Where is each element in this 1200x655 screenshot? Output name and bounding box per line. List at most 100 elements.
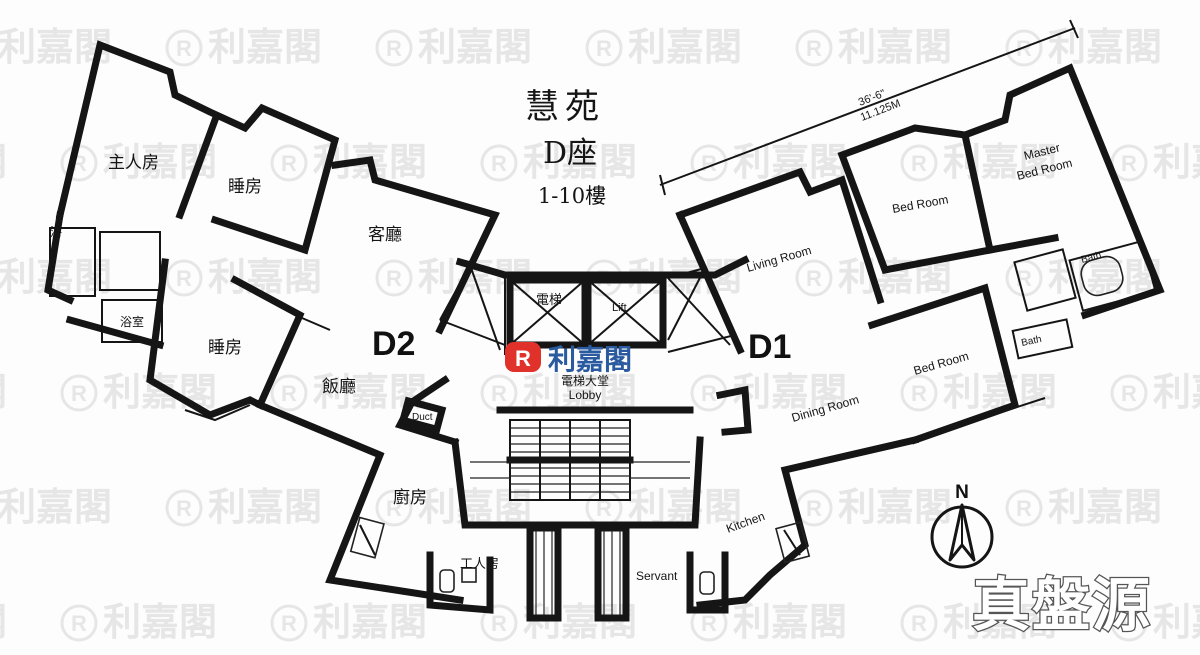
- d2-dining-room-label: 飯廳: [322, 377, 356, 397]
- watermark-text: 利嘉閣: [628, 24, 742, 69]
- d1-bath-1-label: Bath: [1080, 250, 1103, 266]
- watermark-badge-letter: R: [911, 151, 927, 176]
- watermark-badge-icon: [375, 29, 413, 67]
- d1-servant-room-label: Servant: [636, 569, 678, 583]
- plan-title: 慧苑 D座 1-10樓: [525, 87, 606, 208]
- watermark-badge-letter: R: [911, 611, 927, 636]
- unit-label-d1: D1: [748, 328, 791, 366]
- watermark-badge-letter: R: [176, 266, 192, 291]
- watermark-badge-letter: R: [491, 151, 507, 176]
- watermark-badge-icon: [795, 29, 833, 67]
- watermark-text: 利嘉閣: [1153, 369, 1200, 414]
- watermark-badge-letter: R: [71, 611, 87, 636]
- d2-master-bedroom-label: 主人房: [108, 153, 159, 173]
- d2-bedroom-2-label: 睡房: [208, 338, 242, 358]
- watermark-badge-icon: [795, 259, 833, 297]
- watermark-text: 利嘉閣: [103, 599, 217, 644]
- watermark-badge-icon: [165, 489, 203, 527]
- watermark-badge-letter: R: [806, 496, 822, 521]
- watermark-badge-letter: R: [491, 611, 507, 636]
- agency-logo-badge: R: [515, 346, 531, 371]
- estate-name: 慧苑: [525, 87, 605, 127]
- watermark-text: 利嘉閣: [943, 139, 1057, 184]
- agency-logo: R 利嘉閣: [505, 342, 632, 376]
- watermark-text: 利嘉閣: [0, 369, 7, 414]
- watermark-text: 利嘉閣: [208, 254, 322, 299]
- watermark-badge-letter: R: [911, 381, 927, 406]
- d2-servant-room-label: 工人房: [460, 556, 499, 572]
- watermark-badge-letter: R: [701, 381, 717, 406]
- lift-label-en: Lift: [612, 302, 627, 314]
- watermark-badge-letter: R: [71, 381, 87, 406]
- watermark-badge-icon: [165, 29, 203, 67]
- watermark-badge-icon: [270, 374, 308, 412]
- corner-stamp-text: 真盤源: [972, 571, 1152, 639]
- watermark-text: 利嘉閣: [943, 599, 1057, 644]
- floor-range: 1-10樓: [538, 184, 606, 208]
- watermark-badge-letter: R: [386, 36, 402, 61]
- lobby-label-en: Lobby: [569, 388, 602, 402]
- watermark-text: 利嘉閣: [523, 139, 637, 184]
- watermark-badge-letter: R: [386, 266, 402, 291]
- watermark-text: 利嘉閣: [838, 484, 952, 529]
- watermark-text: 利嘉閣: [0, 139, 7, 184]
- watermark-badge-letter: R: [701, 611, 717, 636]
- watermark-badge-letter: R: [701, 151, 717, 176]
- watermark-badge-icon: [1005, 29, 1043, 67]
- d2-bathroom-1-label: 浴: [50, 225, 62, 239]
- watermark-text: 利嘉閣: [208, 484, 322, 529]
- lift-label-cn: 電梯: [536, 293, 562, 308]
- watermark-badge-letter: R: [176, 496, 192, 521]
- watermark-badge-icon: [60, 374, 98, 412]
- watermark-badge-letter: R: [1121, 611, 1137, 636]
- lobby-label-cn: 電梯大堂: [561, 374, 609, 388]
- agency-logo-text: 利嘉閣: [548, 343, 632, 376]
- watermark-text: 利嘉閣: [1048, 254, 1162, 299]
- watermark-badge-icon: [1110, 374, 1148, 412]
- watermark-badge-icon: [1110, 604, 1148, 642]
- watermark-badge-letter: R: [1121, 381, 1137, 406]
- block-name: D座: [543, 136, 597, 171]
- watermark-badge-icon: [480, 604, 518, 642]
- north-arrow-icon: N: [930, 482, 994, 569]
- watermark-badge-letter: R: [281, 611, 297, 636]
- watermark-text: 利嘉閣: [0, 599, 7, 644]
- watermark-text: 利嘉閣: [1153, 139, 1200, 184]
- watermark-badge-letter: R: [806, 36, 822, 61]
- watermark-badge-letter: R: [281, 381, 297, 406]
- watermark-badge-icon: [480, 144, 518, 182]
- watermark-badge-icon: [900, 144, 938, 182]
- watermark-text: 利嘉閣: [313, 599, 427, 644]
- watermark-badge-letter: R: [1016, 496, 1032, 521]
- watermark-badge-icon: [585, 29, 623, 67]
- watermark-badge-icon: [375, 489, 413, 527]
- watermark-text: 利嘉閣: [418, 24, 532, 69]
- watermark-badge-letter: R: [596, 496, 612, 521]
- watermark-badge-letter: R: [1016, 36, 1032, 61]
- watermark-badge-icon: [270, 604, 308, 642]
- watermark-badge-icon: [375, 259, 413, 297]
- watermark-badge-letter: R: [806, 266, 822, 291]
- watermark-badge-icon: [165, 259, 203, 297]
- watermark-badge-icon: [60, 604, 98, 642]
- d2-duct-label: Duct: [412, 412, 433, 423]
- unit-d1-walls: [675, 63, 1165, 614]
- d1-living-room-label: Living Room: [745, 243, 813, 275]
- watermark-text: 利嘉閣: [1153, 599, 1200, 644]
- core-walls: [439, 255, 750, 622]
- d2-bedroom-1-label: 睡房: [228, 177, 262, 197]
- watermark-badge-letter: R: [176, 36, 192, 61]
- unit-d2-walls: [44, 40, 500, 614]
- watermark-text: 利嘉閣: [733, 369, 847, 414]
- watermark-badge-letter: R: [596, 36, 612, 61]
- watermark-badge-letter: R: [281, 151, 297, 176]
- watermark-text: 利嘉閣: [943, 369, 1057, 414]
- corner-stamp: 真盤源: [971, 570, 1152, 641]
- watermark-text: 利嘉閣: [208, 24, 322, 69]
- watermark-text: 利嘉閣: [1048, 484, 1162, 529]
- watermark-badge-icon: [900, 604, 938, 642]
- d1-bedroom-1-label: Bed Room: [891, 192, 949, 216]
- watermark-badge-letter: R: [491, 381, 507, 406]
